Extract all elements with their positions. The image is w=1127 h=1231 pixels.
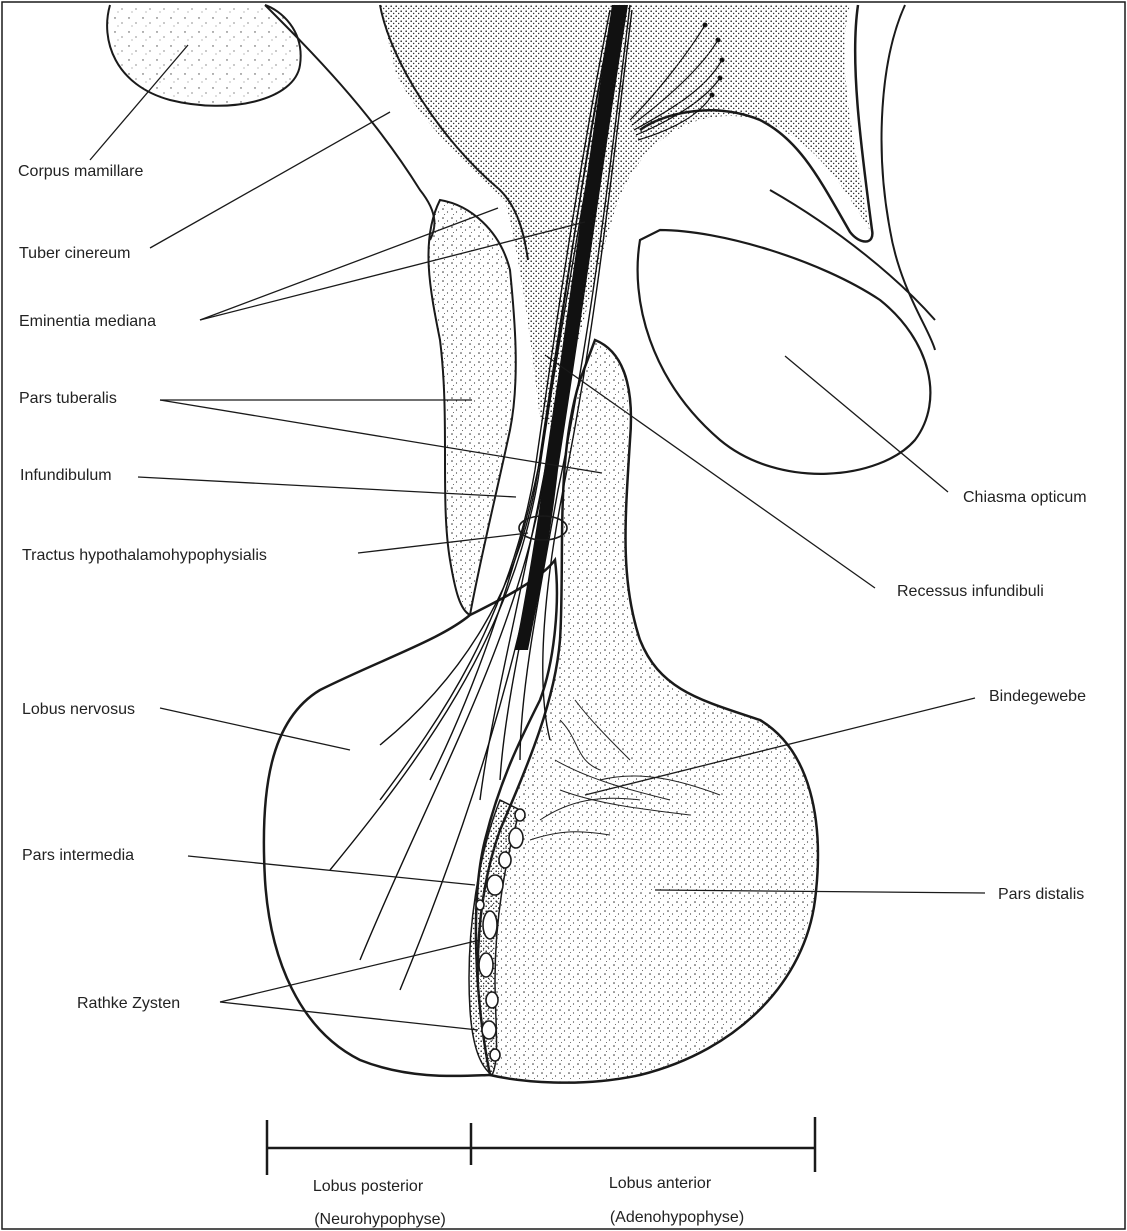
pars-tuberalis-left	[428, 200, 515, 615]
label-bindegewebe: Bindegewebe	[989, 688, 1086, 706]
label-lobus-posterior: Lobus posterior	[313, 1178, 423, 1196]
corpus-mamillare-shape	[107, 5, 301, 106]
chiasma-opticum-shape	[638, 230, 931, 474]
label-eminentia-mediana: Eminentia mediana	[19, 313, 156, 331]
label-pars-distalis: Pars distalis	[998, 886, 1084, 904]
label-chiasma-opticum: Chiasma opticum	[963, 489, 1087, 507]
label-pars-tuberalis: Pars tuberalis	[19, 390, 117, 408]
label-neurohypophyse: (Neurohypophyse)	[314, 1211, 446, 1229]
label-recessus-infundibuli: Recessus infundibuli	[897, 583, 1044, 601]
label-lobus-anterior: Lobus anterior	[609, 1175, 711, 1193]
label-rathke-zysten: Rathke Zysten	[77, 995, 180, 1013]
label-tractus: Tractus hypothalamohypophysialis	[22, 547, 267, 565]
label-pars-intermedia: Pars intermedia	[22, 847, 134, 865]
label-infundibulum: Infundibulum	[20, 467, 112, 485]
label-corpus-mamillare: Corpus mamillare	[18, 163, 143, 181]
label-adenohypophyse: (Adenohypophyse)	[610, 1209, 744, 1227]
chiasma-upper-outline	[882, 5, 935, 350]
label-tuber-cinereum: Tuber cinereum	[19, 245, 130, 263]
scale-bar	[267, 1117, 815, 1175]
label-lobus-nervosus: Lobus nervosus	[22, 701, 135, 719]
